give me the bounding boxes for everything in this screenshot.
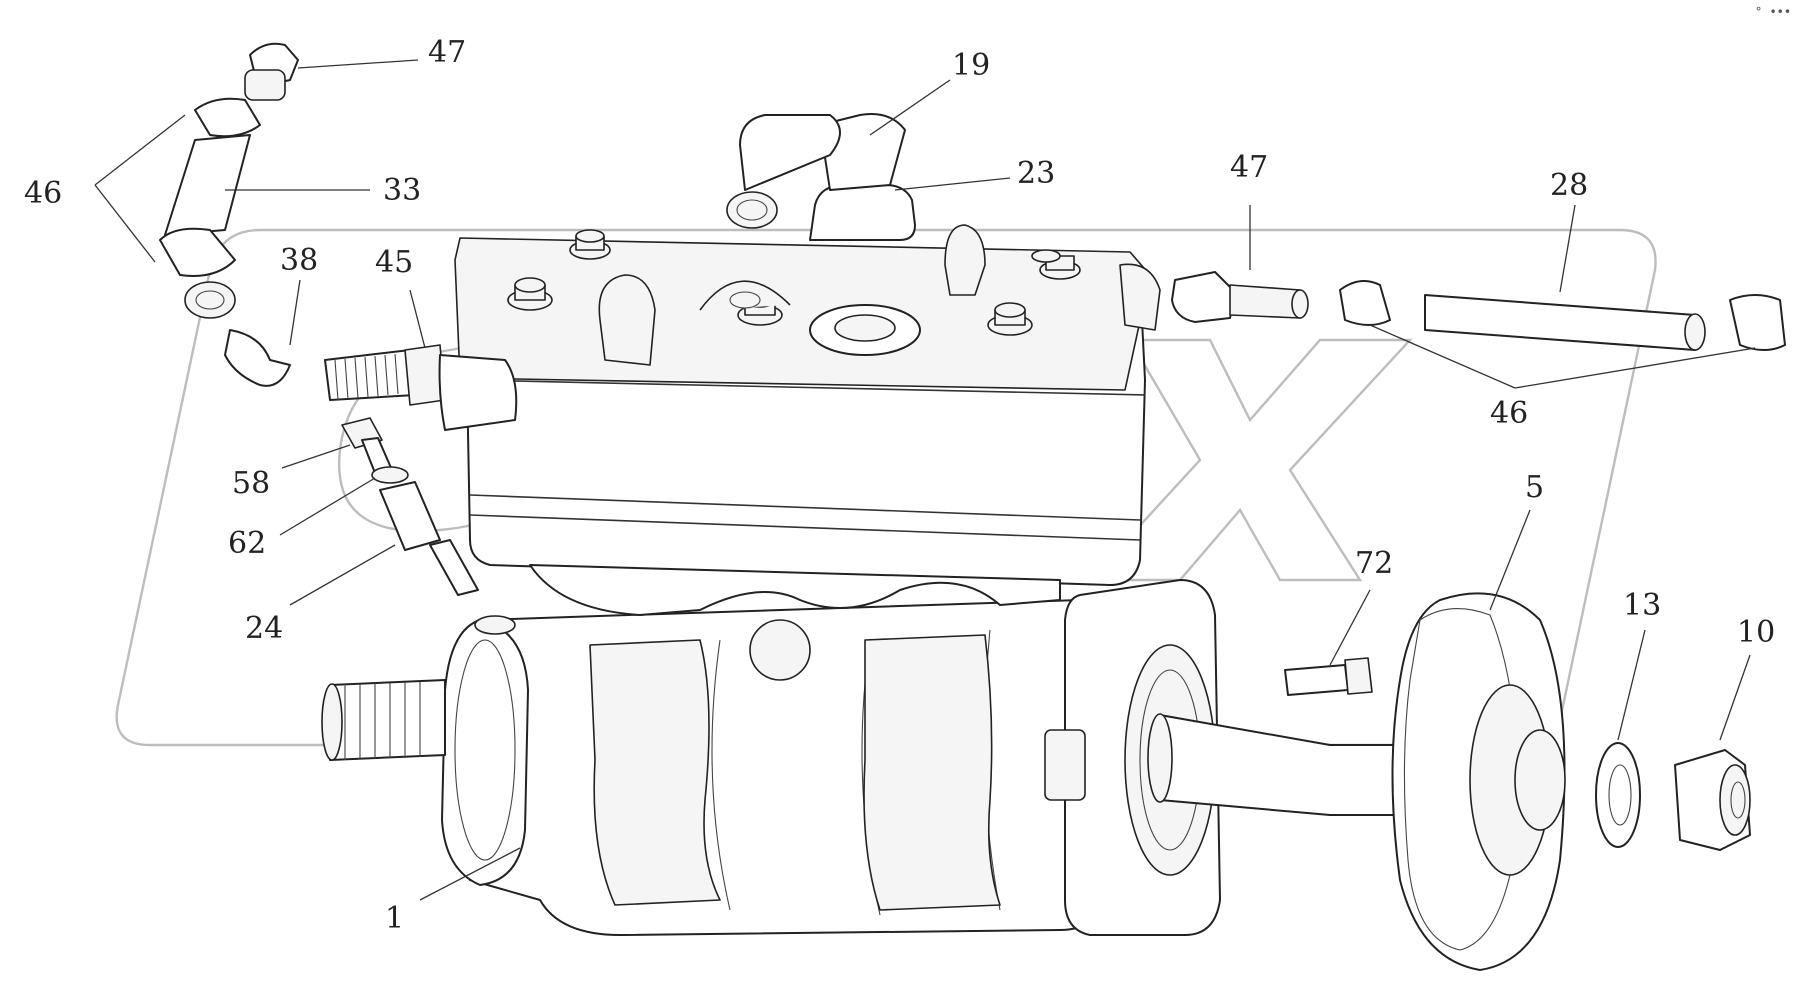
head-port [699,280,921,356]
callout-62: 62 [228,526,266,561]
callout-33: 33 [383,173,421,208]
bolt-72 [1284,657,1373,696]
callout-46-left: 46 [24,176,62,211]
bolt-washer-fitting [341,417,479,596]
callout-10: 10 [1737,615,1775,650]
callout-19: 19 [952,48,990,83]
callout-1: 1 [385,901,404,936]
callout-72: 72 [1355,546,1393,581]
callout-24: 24 [245,611,283,646]
leader-lines [94,59,1756,901]
callout-23: 23 [1017,156,1055,191]
callout-5: 5 [1525,470,1544,505]
callout-28: 28 [1550,168,1588,203]
callout-45: 45 [375,245,413,280]
gear-5 [1391,592,1566,971]
callout-58: 58 [232,466,270,501]
callout-13: 13 [1623,588,1661,623]
nut-10 [1674,749,1751,851]
head-bolts [507,229,1081,336]
callout-labels: 47 46 33 19 23 47 28 38 45 46 58 62 24 5… [24,35,1775,936]
output-shaft [1147,713,1401,816]
corner-mark: ° ••• [1755,5,1791,19]
washer-13 [1595,742,1641,848]
cover-brackets [598,224,1161,366]
callout-46-right: 46 [1490,396,1528,431]
side-hose-45 [224,329,518,431]
callout-38: 38 [280,243,318,278]
rear-housing [1044,579,1221,936]
callout-47-right: 47 [1230,150,1268,185]
elbow-fitting [726,113,916,241]
right-tube-assembly [1171,271,1786,351]
compressor-crankcase [321,599,1111,936]
upper-hose-assembly [159,42,299,319]
callout-47-top: 47 [428,35,466,70]
